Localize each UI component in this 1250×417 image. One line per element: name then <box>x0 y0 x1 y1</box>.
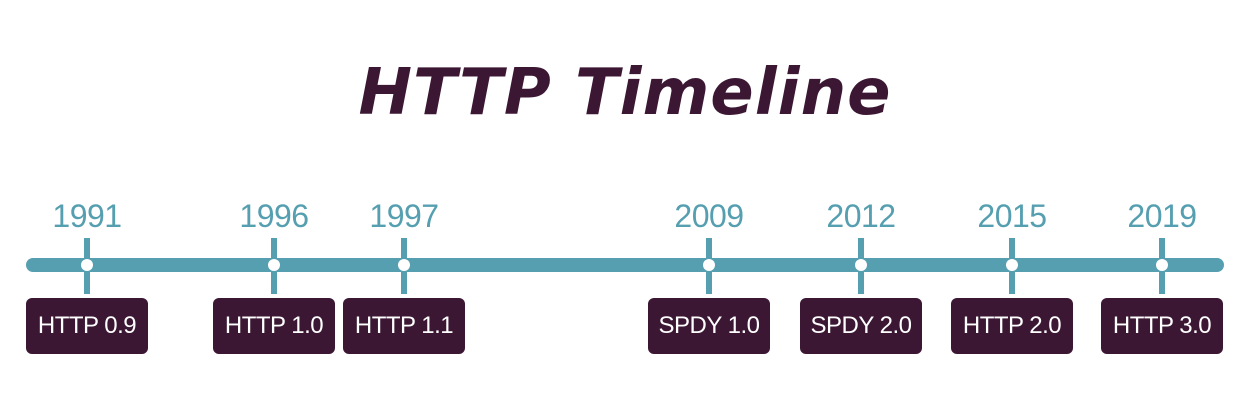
event-label: HTTP 1.1 <box>354 312 454 339</box>
event-year: 2009 <box>674 198 744 234</box>
event-label-box: HTTP 1.0 <box>213 298 335 354</box>
event-marker-dot <box>398 259 410 271</box>
event-label: HTTP 1.0 <box>224 312 324 339</box>
event-year: 2012 <box>826 198 896 234</box>
event-label: SPDY 1.0 <box>658 312 760 339</box>
timeline-track <box>26 258 1224 272</box>
event-label: HTTP 2.0 <box>962 312 1062 339</box>
event-label: HTTP 3.0 <box>1112 312 1212 339</box>
event-year: 1991 <box>52 198 122 234</box>
event-marker-dot <box>81 259 93 271</box>
event-year: 2015 <box>977 198 1047 234</box>
event-label-box: SPDY 2.0 <box>800 298 922 354</box>
diagram-title: HTTP Timeline <box>358 56 892 130</box>
event-label-box: HTTP 3.0 <box>1101 298 1223 354</box>
event-year: 2019 <box>1127 198 1197 234</box>
event-marker-dot <box>855 259 867 271</box>
event-label-box: HTTP 1.1 <box>343 298 465 354</box>
event-marker-dot <box>268 259 280 271</box>
event-marker-dot <box>1156 259 1168 271</box>
event-label-box: HTTP 2.0 <box>951 298 1073 354</box>
event-label: HTTP 0.9 <box>37 312 137 339</box>
event-label: SPDY 2.0 <box>810 312 912 339</box>
event-label-box: SPDY 1.0 <box>648 298 770 354</box>
event-year: 1997 <box>369 198 439 234</box>
event-marker-dot <box>703 259 715 271</box>
event-marker-dot <box>1006 259 1018 271</box>
event-label-box: HTTP 0.9 <box>26 298 148 354</box>
event-year: 1996 <box>239 198 309 234</box>
